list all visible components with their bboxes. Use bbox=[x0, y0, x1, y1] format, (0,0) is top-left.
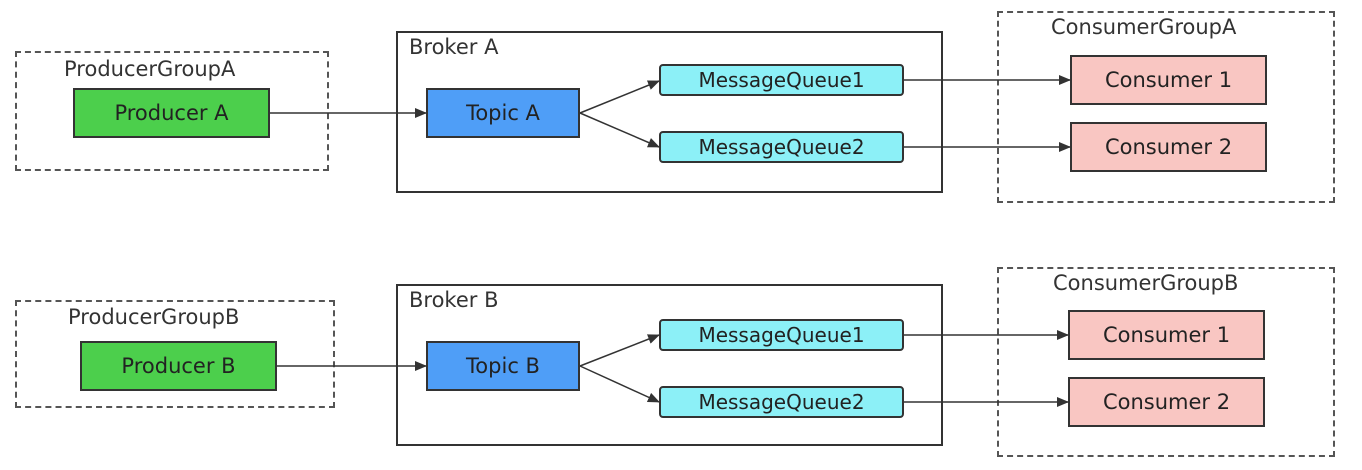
message-queue-b2-node: MessageQueue2 bbox=[659, 386, 904, 418]
topic-b-node: Topic B bbox=[426, 341, 580, 391]
producer-a-node: Producer A bbox=[73, 88, 270, 138]
consumer-group-b-frame bbox=[997, 267, 1335, 457]
consumer-b2-node: Consumer 2 bbox=[1068, 377, 1265, 427]
broker-b-frame bbox=[396, 284, 943, 446]
message-queue-a1-node: MessageQueue1 bbox=[659, 64, 904, 96]
consumer-a2-node: Consumer 2 bbox=[1070, 122, 1267, 172]
broker-b-label: Broker B bbox=[409, 288, 499, 312]
consumer-a1-node: Consumer 1 bbox=[1070, 55, 1267, 105]
consumer-group-b-label: ConsumerGroupB bbox=[1053, 271, 1239, 295]
message-queue-b1-node: MessageQueue1 bbox=[659, 319, 904, 351]
producer-group-b-frame bbox=[15, 300, 335, 408]
producer-group-a-label: ProducerGroupA bbox=[64, 57, 236, 81]
message-queue-a2-node: MessageQueue2 bbox=[659, 131, 904, 163]
consumer-group-a-frame bbox=[997, 11, 1335, 203]
producer-b-node: Producer B bbox=[80, 341, 277, 391]
producer-group-b-label: ProducerGroupB bbox=[68, 305, 240, 329]
consumer-group-a-label: ConsumerGroupA bbox=[1051, 15, 1237, 39]
consumer-b1-node: Consumer 1 bbox=[1068, 310, 1265, 360]
topic-a-node: Topic A bbox=[426, 88, 580, 138]
broker-a-label: Broker A bbox=[409, 35, 499, 59]
producer-group-a-frame bbox=[15, 51, 329, 171]
broker-a-frame bbox=[396, 31, 943, 193]
